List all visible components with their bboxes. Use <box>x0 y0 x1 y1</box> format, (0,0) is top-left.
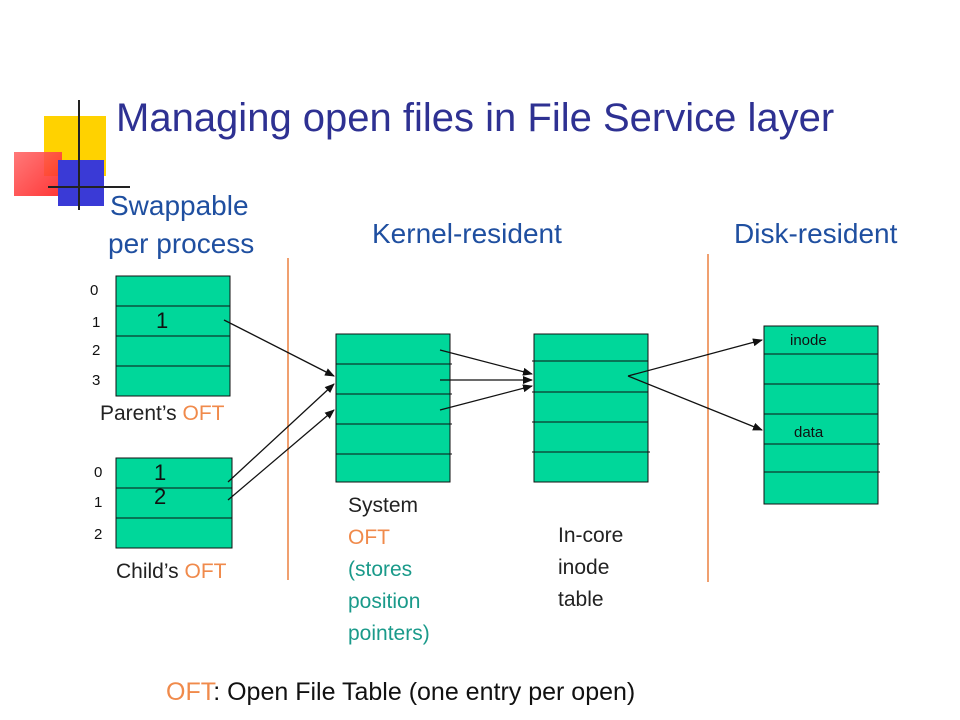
arrow-system-to-inode-3 <box>439 384 533 411</box>
footer-prefix: OFT <box>166 678 214 706</box>
arrow-inode-to-disk-data <box>627 375 763 431</box>
child-index-2: 2 <box>94 526 103 543</box>
child-index-0: 0 <box>94 464 103 481</box>
parent-oft-table <box>115 275 231 397</box>
logo-red-square <box>14 152 62 196</box>
inode-table-line1: In-core <box>558 524 624 547</box>
logo-blue-square <box>58 160 104 206</box>
disk-data-label: data <box>794 424 824 441</box>
parent-oft-label-prefix: Parent’s <box>100 402 183 425</box>
inode-table-line2: inode <box>558 556 610 579</box>
arrow-inode-to-disk-inode <box>627 338 763 377</box>
parent-index-0: 0 <box>90 282 99 299</box>
header-disk-resident: Disk-resident <box>734 218 898 249</box>
inode-table-line3: table <box>558 588 604 611</box>
disk-inode-label: inode <box>790 332 827 349</box>
child-oft-table <box>115 457 233 549</box>
arrow-child2-to-system <box>227 409 335 501</box>
parent-oft-label: Parent’s OFT <box>100 402 225 426</box>
parent-index-3: 3 <box>92 372 101 389</box>
parent-index-1: 1 <box>92 314 101 331</box>
parent-cell-value: 1 <box>156 308 169 333</box>
header-swappable-line1: Swappable <box>110 190 249 221</box>
system-oft-line5: pointers) <box>348 622 430 645</box>
logo-vertical-line <box>78 100 80 210</box>
disk-block <box>763 325 880 505</box>
system-oft-table <box>335 333 452 483</box>
child-cell-value-1: 1 <box>154 460 167 485</box>
system-oft-line2: OFT <box>348 526 390 549</box>
arrow-system-to-inode-1 <box>439 349 533 376</box>
child-cell-value-2: 2 <box>154 484 167 509</box>
system-oft-line4: position <box>348 590 421 613</box>
child-index-1: 1 <box>94 494 103 511</box>
inode-table <box>532 333 650 483</box>
footer-text: : Open File Table (one entry per open) <box>213 678 636 706</box>
parent-oft-label-suffix: OFT <box>182 402 225 425</box>
child-oft-label-prefix: Child’s <box>116 560 185 583</box>
arrow-child1-to-system <box>227 383 335 483</box>
logo-decoration <box>0 100 140 220</box>
child-oft-label: Child’s OFT <box>116 560 226 584</box>
arrow-parent-to-system <box>223 319 335 377</box>
logo-horizontal-line <box>48 186 130 188</box>
parent-index-2: 2 <box>92 342 101 359</box>
system-oft-line3: (stores <box>348 558 413 581</box>
child-oft-label-suffix: OFT <box>184 560 227 583</box>
header-kernel-resident: Kernel-resident <box>372 218 562 249</box>
page-title: Managing open files in File Service laye… <box>116 96 835 140</box>
system-oft-line1: System <box>348 494 419 517</box>
footer-note: OFT: Open File Table (one entry per open… <box>166 678 635 707</box>
header-swappable-line2: per process <box>108 228 255 259</box>
